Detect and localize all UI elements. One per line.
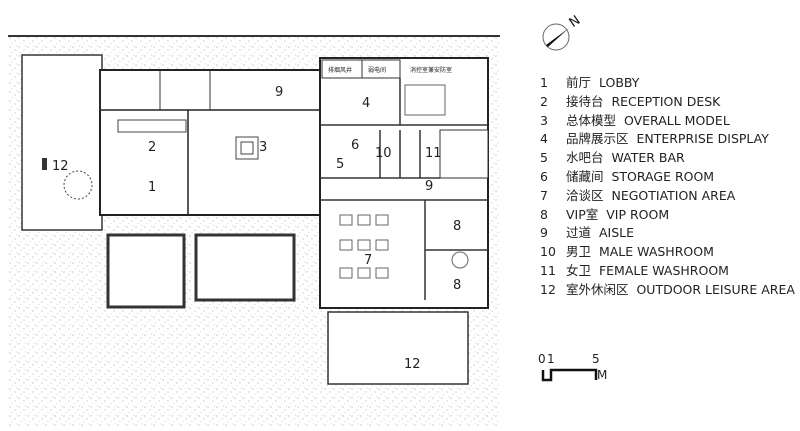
outdoor-terrace-left	[21, 54, 103, 231]
room-number-7: 7	[364, 253, 372, 268]
room-number-1: 1	[148, 180, 156, 195]
room-number-10: 10	[375, 146, 392, 161]
scale-bar-icon	[541, 368, 598, 382]
north-arrow-icon: N	[542, 13, 584, 51]
room-number-6: 6	[351, 138, 359, 153]
courtyard	[194, 233, 296, 302]
weak-current-label: 弱电间	[368, 66, 386, 74]
room-number-labels: 1 2 3 4 5 6 7 8 8 9 9 10 11 12 12	[52, 85, 461, 372]
room-number-8a: 8	[453, 219, 461, 234]
room-number-11: 11	[425, 146, 442, 161]
smoke-shaft-label: 排烟风井	[328, 66, 352, 74]
room-number-9a: 9	[275, 85, 283, 100]
scale-unit: M	[597, 368, 608, 382]
scale-zero: 0	[538, 352, 546, 366]
scale-one: 1	[547, 352, 555, 366]
room-number-2: 2	[148, 140, 156, 155]
outdoor-terrace-bottom	[327, 311, 469, 385]
room-number-3: 3	[259, 140, 267, 155]
right-wing	[319, 57, 489, 309]
scale-five: 5	[592, 352, 600, 366]
room-number-12a: 12	[52, 159, 69, 174]
north-label: N	[567, 13, 584, 31]
room-number-8b: 8	[453, 278, 461, 293]
room-number-5: 5	[336, 157, 344, 172]
courtyard	[106, 233, 186, 309]
room-number-9b: 9	[425, 179, 433, 194]
room-number-12b: 12	[404, 357, 421, 372]
control-room-label: 消控室兼安防室	[410, 66, 452, 74]
room-number-4: 4	[362, 96, 370, 111]
